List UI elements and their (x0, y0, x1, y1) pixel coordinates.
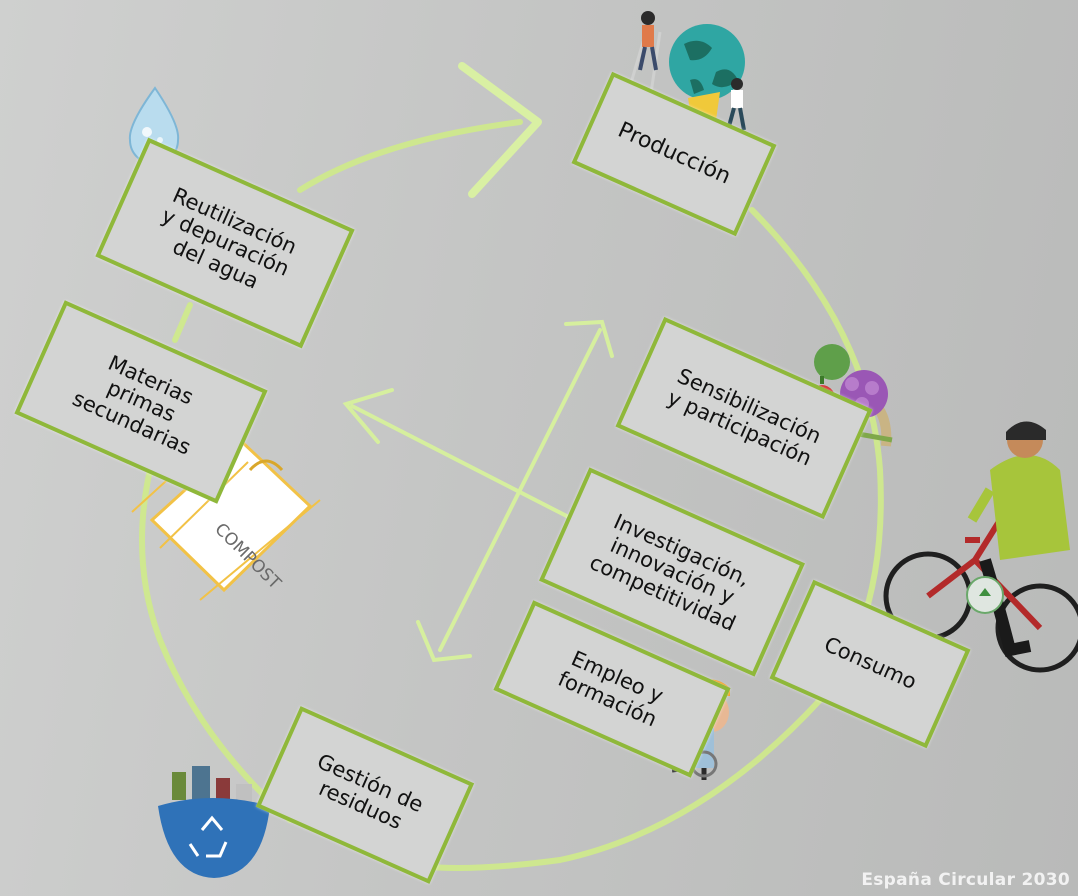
compost-bag-icon: COMPOST (131, 429, 321, 601)
globe-workers-icon (624, 11, 746, 131)
step-label: Producción (614, 117, 735, 190)
cyclist-icon (883, 421, 1078, 673)
cross-arrows (342, 319, 614, 663)
step-label: Empleo y formación (554, 646, 667, 732)
cycle-arrowhead (458, 62, 542, 198)
cycle-ring (139, 119, 884, 871)
step-label: Reutilización y depuración del agua (157, 182, 301, 294)
step-label: Consumo (820, 632, 921, 695)
step-label: Sensibilización y participación (663, 364, 825, 471)
step-label: Materias primas secundarias (69, 350, 198, 460)
recycle-bin-icon (158, 766, 270, 878)
watermark: España Circular 2030 (861, 870, 1070, 890)
step-label: Gestión de residuos (313, 749, 427, 834)
